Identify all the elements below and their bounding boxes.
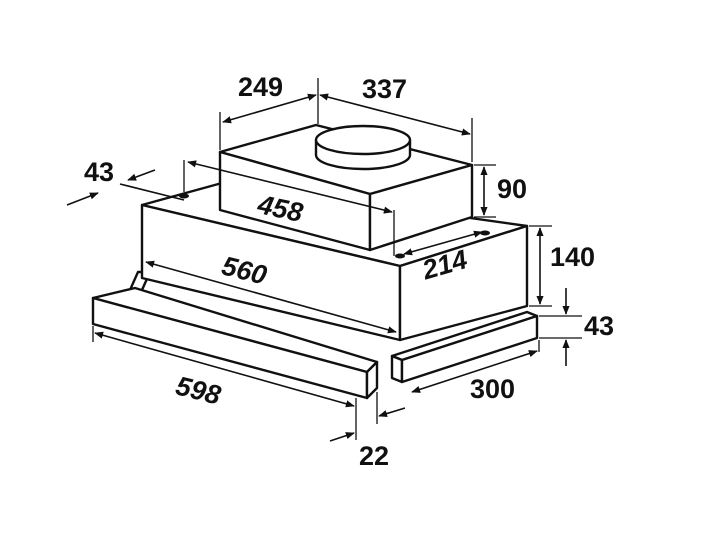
dim-line-43-left-b — [127, 169, 156, 181]
mounting-hole — [179, 193, 189, 199]
dim-line-249 — [222, 93, 317, 124]
tray-end-face — [390, 354, 404, 384]
label-side-offset: 43 — [84, 157, 114, 187]
mounting-hole — [480, 230, 490, 236]
dim-line-214 — [403, 230, 483, 256]
dim-leader-43 — [119, 183, 185, 201]
dim-line-300 — [411, 350, 538, 393]
label-front-width: 598 — [173, 371, 224, 411]
dimension-lines — [66, 78, 582, 442]
dim-line-22-b — [378, 407, 406, 418]
dim-line-598 — [94, 331, 355, 408]
label-base-depth: 300 — [470, 374, 515, 404]
dim-line-458 — [187, 160, 393, 214]
air-outlet-collar — [314, 124, 412, 171]
panel-end-face — [365, 360, 379, 400]
dim-line-43-left-a — [66, 192, 99, 206]
label-chimney-depth: 249 — [238, 72, 283, 102]
label-front-overhang: 22 — [359, 441, 389, 471]
motor-box-side — [368, 163, 474, 252]
label-chimney-height: 90 — [497, 174, 527, 204]
dim-line-560 — [145, 260, 397, 334]
body-side-face — [398, 224, 529, 342]
label-chimney-width: 337 — [362, 74, 407, 104]
label-front-height: 43 — [584, 311, 614, 341]
dim-line-22-a — [329, 432, 355, 442]
label-body-height: 140 — [550, 242, 595, 272]
dim-line-337 — [319, 93, 471, 136]
mounting-hole — [395, 253, 405, 259]
